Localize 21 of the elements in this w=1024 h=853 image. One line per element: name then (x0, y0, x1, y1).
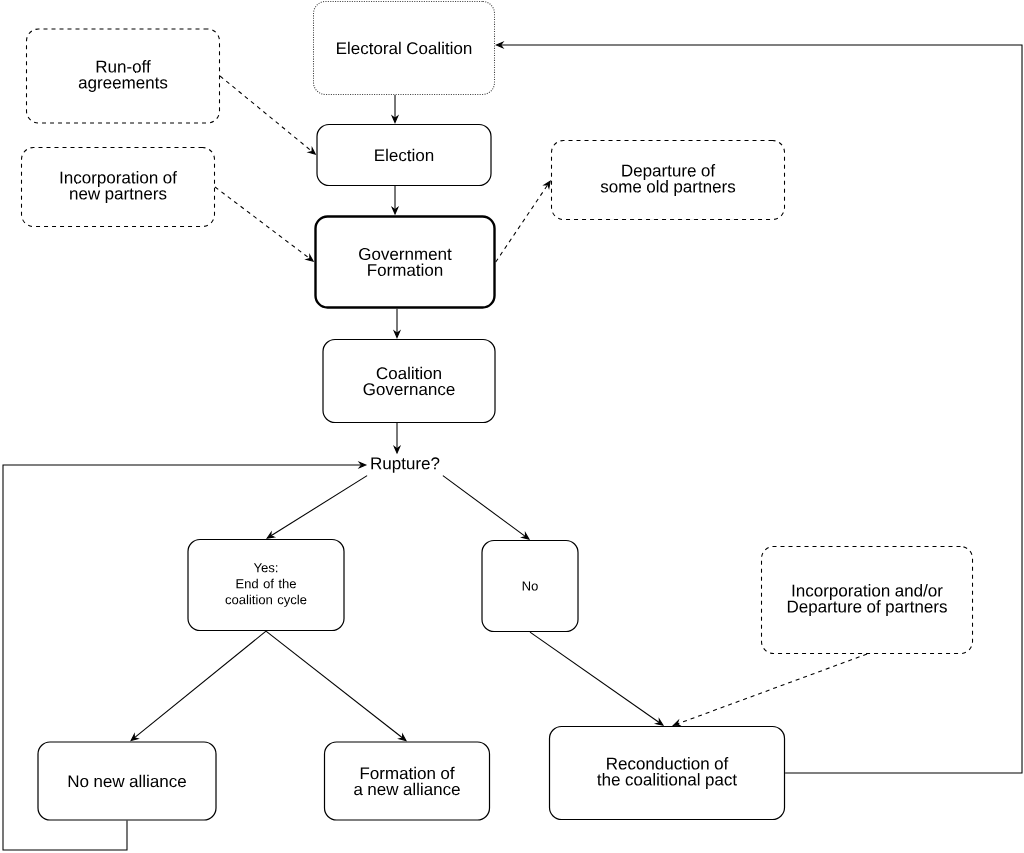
process-box: Formation of a new alliance (323, 741, 491, 821)
arrow (130, 630, 267, 742)
note-box: Incorporation of new partners (20, 146, 216, 228)
arrow (529, 631, 664, 726)
process-box: No (481, 539, 579, 633)
process-box: Reconduction of the coalitional pact (548, 725, 786, 821)
arrow (672, 653, 868, 727)
note-box: Run-off agreements (25, 28, 221, 124)
process-box: Election (316, 123, 492, 187)
process-box: Electoral Coalition (312, 0, 496, 96)
note-box: Departure of some old partners (550, 139, 786, 221)
process-box: Coalition Governance (322, 338, 496, 424)
note-box: Incorporation and/or Departure of partners (760, 545, 974, 655)
process-box: Yes: End of the coalition cycle (187, 538, 345, 632)
arrow (495, 180, 551, 263)
decision-text: Rupture? (371, 457, 440, 473)
arrow (265, 630, 407, 742)
process-box: Government Formation (314, 215, 496, 309)
arrow (442, 475, 530, 540)
process-box: No new alliance (37, 741, 217, 821)
arrow (266, 475, 368, 539)
